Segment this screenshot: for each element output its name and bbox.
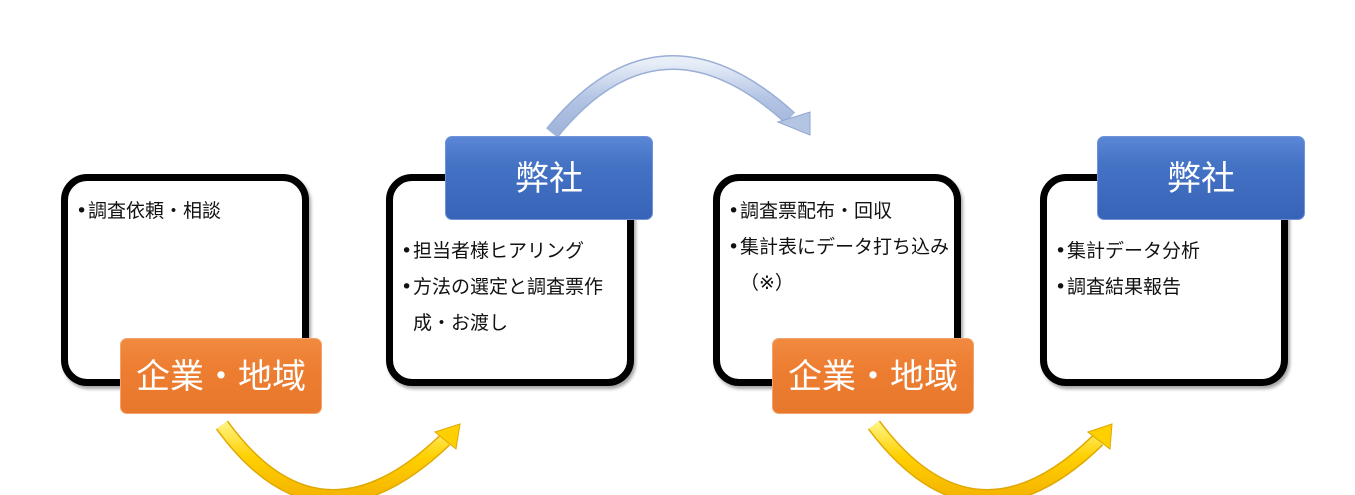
step-3-items: 調査票配布・回収 集計表にデータ打ち込み（※） [720,181,954,301]
arrow-step2-to-step3 [546,55,811,138]
step-2-actor-label: 弊社 [445,136,653,220]
step-4-items: 集計データ分析 調査結果報告 [1047,181,1281,305]
step-item: 方法の選定と調査票作成・お渡し [401,269,623,341]
step-2-items: 担当者様ヒアリング 方法の選定と調査票作成・お渡し [393,181,627,341]
step-item: 調査依頼・相談 [76,193,302,229]
arrow-step3-to-step4 [867,420,1113,495]
step-item: 調査票配布・回収 [728,193,954,229]
step-item: 担当者様ヒアリング [401,233,627,269]
step-item: 集計表にデータ打ち込み（※） [728,229,950,301]
step-3-actor-label: 企業・地域 [772,338,974,414]
arrow-step1-to-step2 [215,420,461,495]
step-item: 調査結果報告 [1055,269,1281,305]
step-1-items: 調査依頼・相談 [68,181,302,229]
step-1-actor-label: 企業・地域 [120,338,322,414]
step-item: 集計データ分析 [1055,233,1281,269]
step-4-actor-label: 弊社 [1097,136,1305,220]
